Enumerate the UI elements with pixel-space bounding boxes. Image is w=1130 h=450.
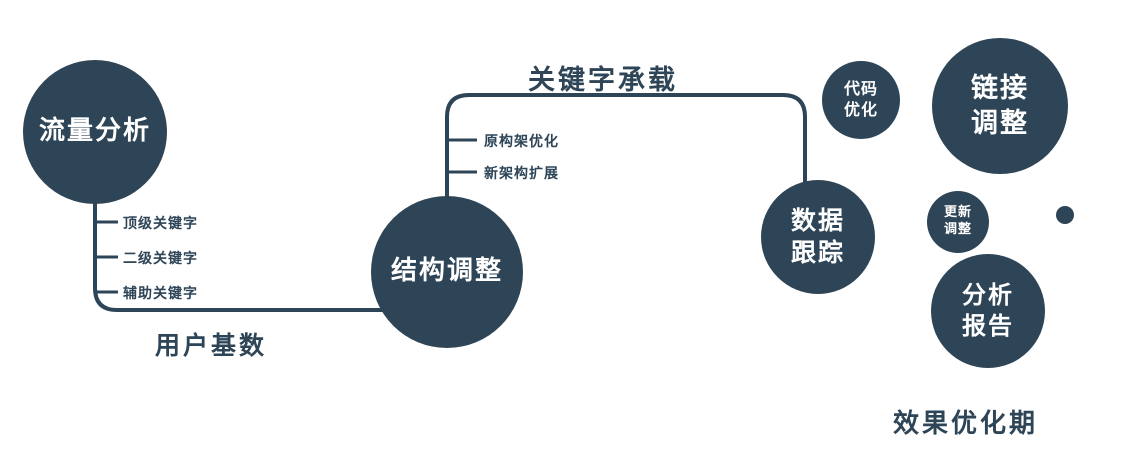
node-structure-adjustment: 结构调整: [371, 196, 523, 348]
small-dot: [1056, 206, 1074, 224]
branch-label-second-keywords: 二级关键字: [123, 251, 198, 267]
node-traffic-analysis: 流量分析: [23, 60, 167, 204]
connector-traffic-to-structure: [93, 180, 400, 312]
branch-label-new-architecture: 新架构扩展: [484, 166, 559, 182]
node-analysis-report-line1: 分析: [962, 280, 1014, 309]
edge-label-keyword-carry: 关键字承载: [528, 65, 678, 96]
node-update-adjustment: 更新 调整: [927, 191, 989, 253]
footer-label-effect-optimization: 效果优化期: [893, 409, 1039, 439]
node-link-adjustment-line2: 调整: [971, 108, 1029, 139]
node-update-adjustment-line2: 调整: [943, 222, 972, 237]
edge-label-user-base: 用户基数: [155, 331, 268, 360]
node-analysis-report: 分析 报告: [931, 254, 1045, 368]
node-data-tracking: 数据 跟踪: [761, 180, 875, 294]
branch-label-original-architecture: 原构架优化: [484, 134, 559, 150]
connector-structure-to-tracking: [445, 93, 807, 210]
node-analysis-report-line2: 报告: [962, 312, 1014, 340]
node-code-optimization-line1: 代码: [843, 79, 878, 99]
node-structure-adjustment-label: 结构调整: [390, 256, 503, 287]
node-traffic-analysis-label: 流量分析: [38, 116, 151, 147]
node-link-adjustment-line1: 链接: [971, 72, 1029, 104]
node-update-adjustment-line1: 更新: [943, 205, 972, 221]
node-code-optimization-line2: 优化: [843, 100, 878, 119]
node-data-tracking-line2: 跟踪: [790, 238, 845, 267]
branch-label-aux-keywords: 辅助关键字: [123, 286, 198, 302]
node-code-optimization: 代码 优化: [822, 61, 900, 139]
node-link-adjustment: 链接 调整: [932, 38, 1068, 174]
branch-label-top-keywords: 顶级关键字: [123, 216, 198, 232]
node-data-tracking-line1: 数据: [790, 205, 845, 235]
